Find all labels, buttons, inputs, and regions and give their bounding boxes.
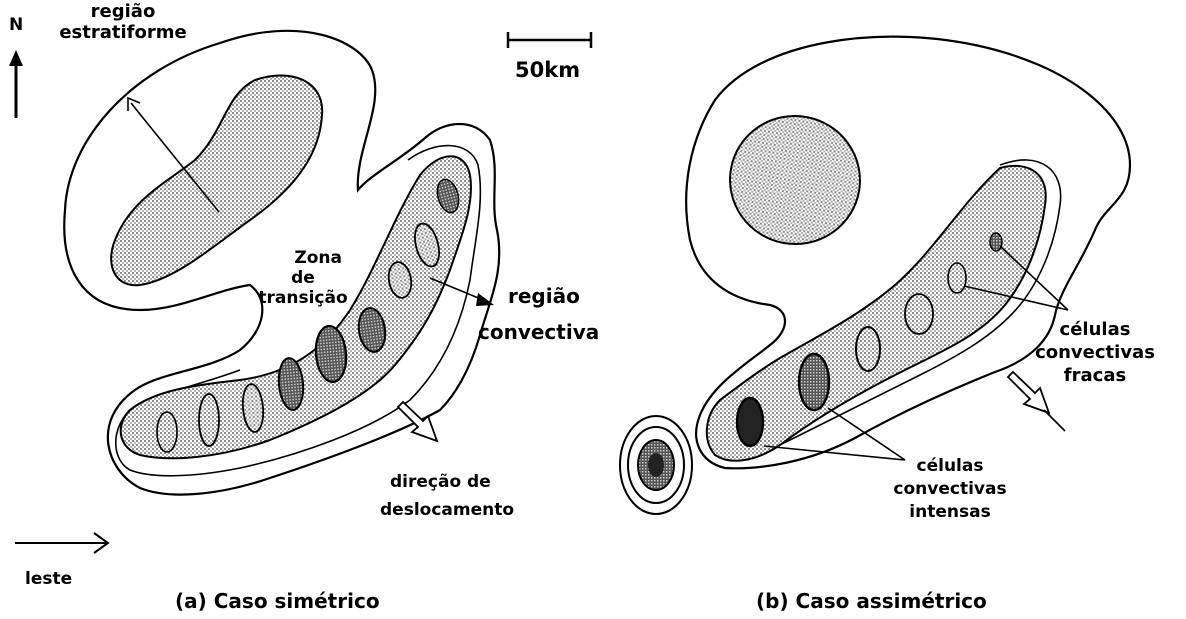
compass-north-letter: N — [9, 16, 23, 36]
panel-a-convective-cell — [157, 412, 177, 452]
panel-a-convective-cell — [199, 394, 219, 446]
panel-b-caption: (b) Caso assimétrico — [756, 590, 987, 613]
motion-direction-label: direção de deslocamento — [380, 468, 540, 524]
panel-b-convective-cell — [905, 294, 933, 334]
stratiform-region-label: região estratiforme — [58, 2, 188, 43]
transition-zone-label: Zona de transição — [258, 248, 348, 308]
panel-b-convective-cell — [856, 327, 880, 371]
north-arrow-icon — [9, 50, 23, 118]
panel-b-convective-cell — [799, 354, 829, 410]
weak-cells-label: células convectivas fracas — [1020, 318, 1170, 387]
panel-b-convective-cell — [948, 263, 966, 293]
panel-a-caption: (a) Caso simétrico — [175, 590, 380, 613]
intense-cells-label: células convectivas intensas — [880, 455, 1020, 524]
east-label: leste — [25, 570, 72, 590]
motion-direction-arrow-a — [398, 402, 437, 441]
panel-b-convective-cell — [990, 233, 1002, 251]
scale-bar-icon — [508, 32, 591, 48]
east-arrow-icon — [15, 533, 108, 553]
panel-b-figure — [620, 37, 1130, 514]
isolated-cell — [620, 416, 692, 514]
panel-b-stratiform-region — [720, 106, 870, 255]
scale-bar-label: 50km — [515, 58, 580, 82]
panel-b-convective-cell — [737, 398, 763, 446]
convective-region-label: região convectiva — [478, 278, 658, 350]
